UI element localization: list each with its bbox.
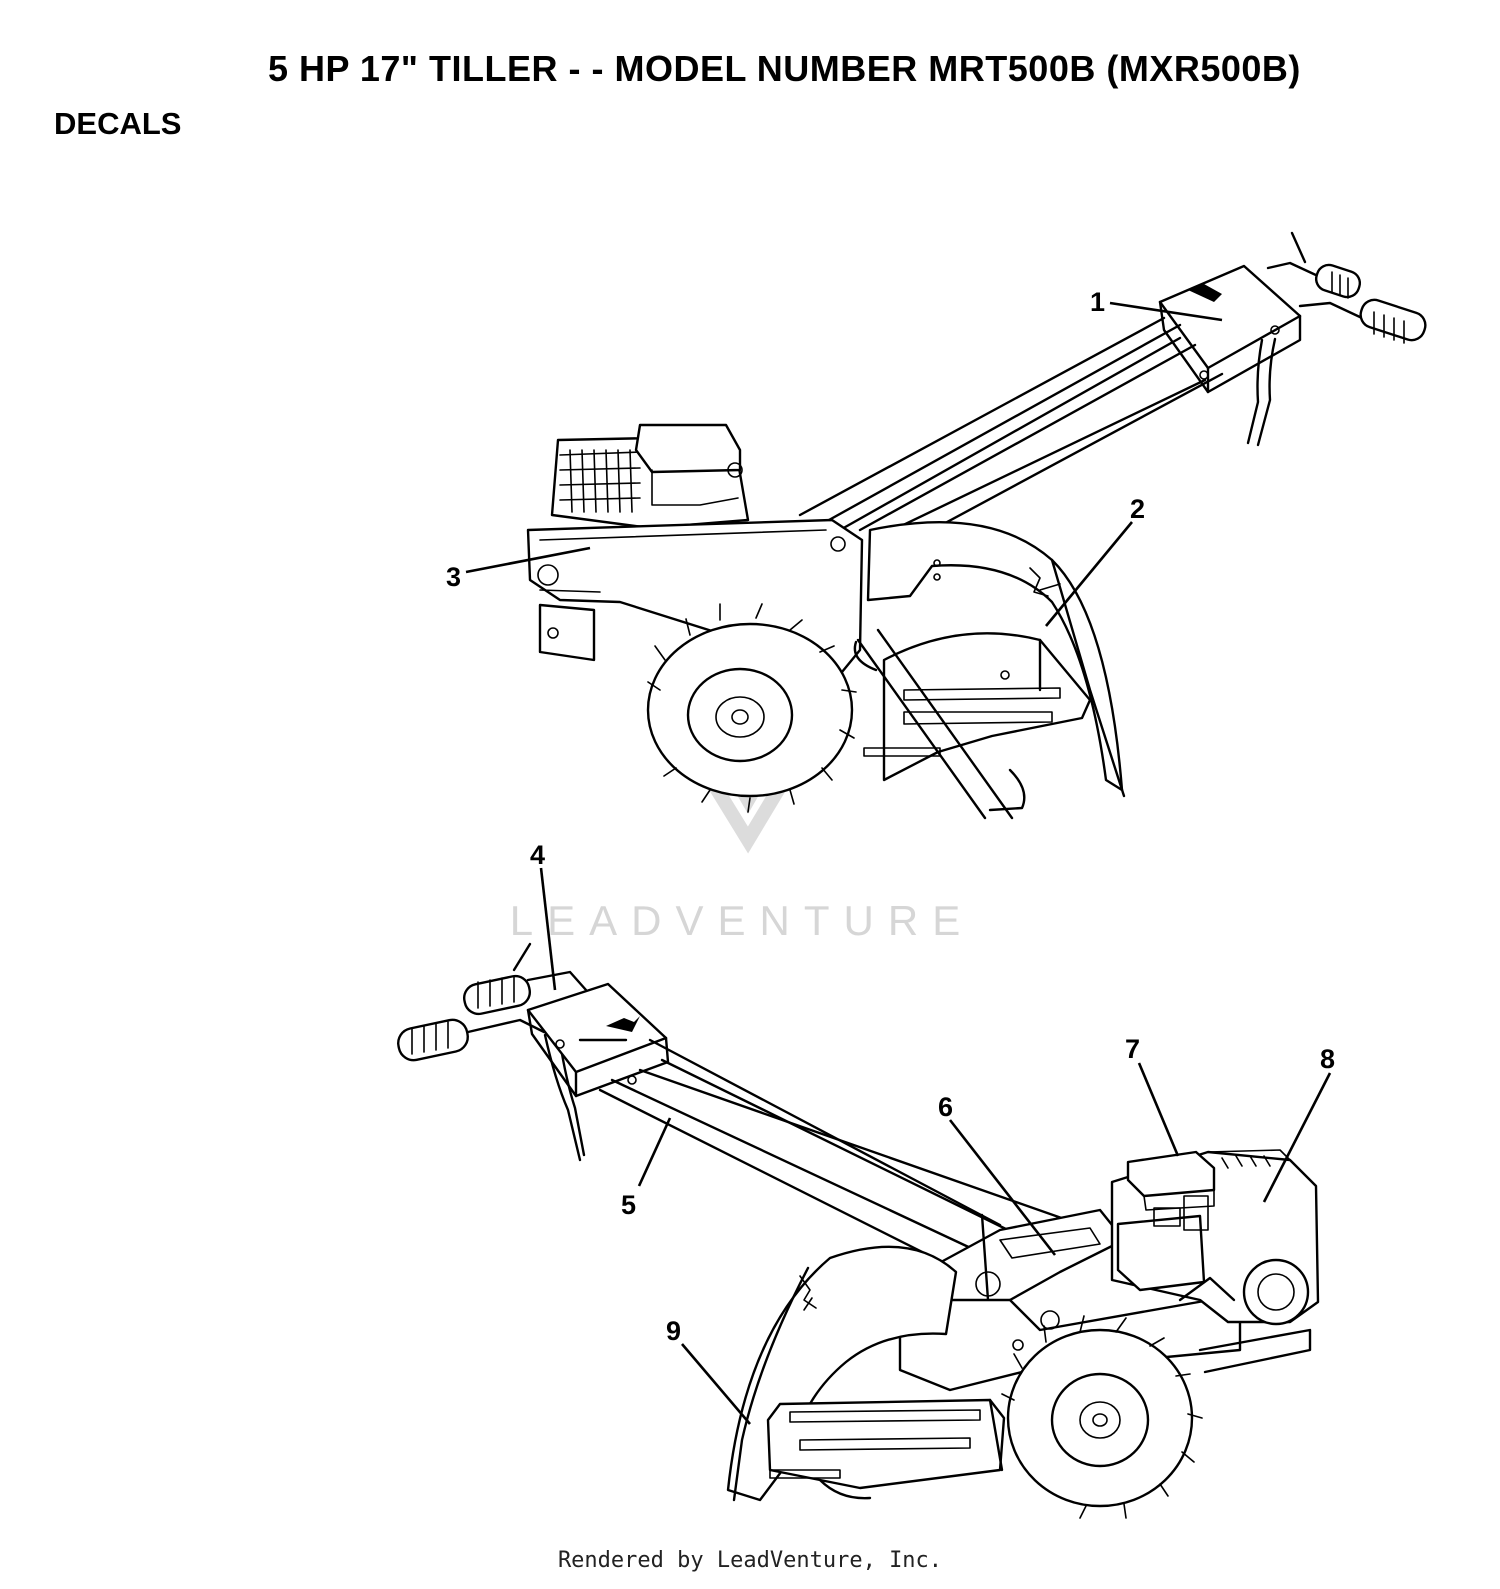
handle-console-lower xyxy=(526,982,670,1098)
callout-8: 8 xyxy=(1320,1044,1335,1074)
engine-lower xyxy=(1110,1149,1320,1326)
leader-line-4 xyxy=(539,867,557,991)
leader-line-7 xyxy=(1137,1062,1180,1157)
section-heading: DECALS xyxy=(54,106,182,141)
handle-console-upper xyxy=(1158,264,1302,394)
leader-line-5 xyxy=(637,1117,672,1187)
handle-tubes-lower xyxy=(598,1038,1092,1277)
callout-7: 7 xyxy=(1125,1034,1140,1064)
depth-bar-upper xyxy=(853,628,1014,820)
callout-2: 2 xyxy=(1130,494,1145,524)
callout-9: 9 xyxy=(666,1316,681,1346)
page-title: 5 HP 17" TILLER - - MODEL NUMBER MRT500B… xyxy=(268,48,1301,89)
leader-line-8 xyxy=(1262,1072,1332,1203)
leader-line-2 xyxy=(1044,521,1134,627)
leader-line-1 xyxy=(1109,301,1223,322)
callout-6: 6 xyxy=(938,1092,953,1122)
wheel-upper xyxy=(646,603,857,813)
watermark-text: LEADVENTURE xyxy=(510,897,974,944)
callout-3: 3 xyxy=(446,562,461,592)
leader-line-9 xyxy=(681,1343,751,1425)
wheel-lower xyxy=(1001,1315,1203,1519)
callout-1: 1 xyxy=(1090,287,1105,317)
watermark: LEADVENTURE xyxy=(510,756,974,944)
leader-line-3 xyxy=(465,546,591,574)
callouts: 1 2 3 4 5 6 7 8 9 xyxy=(446,287,1335,1425)
tiller-upper-view xyxy=(526,231,1427,820)
tiller-lower-view xyxy=(397,942,1320,1519)
handlebar-grips-upper xyxy=(1246,231,1427,447)
handlebar-grips-lower xyxy=(397,942,588,1162)
handle-tubes-upper xyxy=(798,316,1224,558)
footer-credit: Rendered by LeadVenture, Inc. xyxy=(557,1548,943,1573)
leader-line-6 xyxy=(948,1119,1057,1256)
callout-4: 4 xyxy=(530,840,545,870)
engine-upper xyxy=(550,423,750,530)
tine-hood-lower xyxy=(726,1245,1006,1502)
callout-5: 5 xyxy=(621,1190,636,1220)
